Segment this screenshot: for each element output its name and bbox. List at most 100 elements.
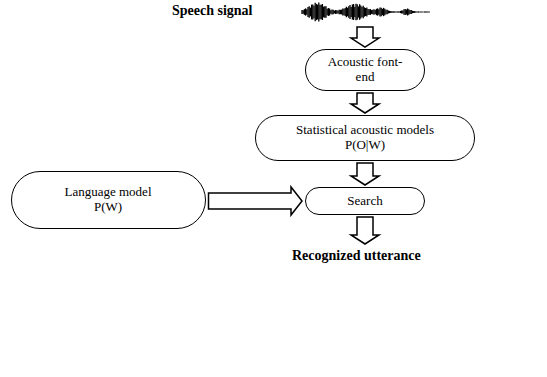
waveform-stroke xyxy=(376,9,377,15)
waveform-stroke xyxy=(418,11,419,12)
waveform-stroke xyxy=(347,8,348,17)
waveform-stroke xyxy=(317,5,318,20)
block-arrow xyxy=(351,217,379,244)
waveform-stroke xyxy=(372,10,373,15)
waveform-stroke xyxy=(318,3,319,22)
waveform-stroke xyxy=(411,10,412,14)
box-text: Language model P(W) xyxy=(53,185,163,215)
waveform-stroke xyxy=(357,4,358,20)
waveform-stroke xyxy=(379,8,380,17)
waveform-stroke xyxy=(406,9,407,14)
waveform-stroke xyxy=(417,11,418,12)
waveform-stroke xyxy=(365,8,366,16)
waveform-stroke xyxy=(387,10,388,15)
waveform-stroke xyxy=(407,8,408,15)
waveform-stroke xyxy=(321,5,322,19)
waveform-stroke xyxy=(339,10,340,15)
block-arrow xyxy=(351,93,379,113)
waveform-stroke xyxy=(346,7,347,18)
waveform-stroke xyxy=(420,11,421,12)
waveform-stroke xyxy=(348,6,349,18)
waveform-stroke xyxy=(336,10,337,14)
block-arrow xyxy=(351,163,379,185)
waveform xyxy=(302,3,429,22)
waveform-stroke xyxy=(334,11,335,14)
waveform-stroke xyxy=(413,11,414,13)
waveform-stroke xyxy=(396,11,397,12)
waveform-stroke xyxy=(409,10,410,14)
waveform-stroke xyxy=(429,11,430,12)
waveform-stroke xyxy=(354,7,355,17)
waveform-stroke xyxy=(307,7,308,17)
waveform-stroke xyxy=(369,9,370,15)
waveform-stroke xyxy=(306,9,307,15)
waveform-stroke xyxy=(311,5,312,20)
waveform-stroke xyxy=(381,8,382,17)
waveform-stroke xyxy=(343,9,344,15)
waveform-stroke xyxy=(405,9,406,15)
waveform-stroke xyxy=(421,11,422,12)
waveform-stroke xyxy=(378,9,379,14)
waveform-stroke xyxy=(349,5,350,19)
waveform-stroke xyxy=(400,11,401,13)
waveform-stroke xyxy=(383,8,384,16)
waveform-stroke xyxy=(312,5,313,20)
waveform-stroke xyxy=(367,9,368,15)
waveform-stroke xyxy=(353,4,354,20)
waveform-stroke xyxy=(363,6,364,19)
waveform-stroke xyxy=(382,9,383,15)
waveform-stroke xyxy=(316,4,317,20)
waveform-stroke xyxy=(399,11,400,12)
waveform-stroke xyxy=(389,11,390,13)
waveform-stroke xyxy=(301,10,302,14)
waveform-stroke xyxy=(328,8,329,16)
waveform-stroke xyxy=(393,11,394,12)
waveform-stroke xyxy=(394,11,395,12)
waveform-stroke xyxy=(414,11,415,13)
waveform-stroke xyxy=(377,8,378,15)
waveform-stroke xyxy=(385,10,386,15)
waveform-stroke xyxy=(370,9,371,15)
waveform-stroke xyxy=(384,9,385,15)
waveform-stroke xyxy=(303,10,304,14)
waveform-stroke xyxy=(364,7,365,16)
waveform-stroke xyxy=(330,10,331,14)
waveform-stroke xyxy=(397,11,398,12)
waveform-stroke xyxy=(323,7,324,18)
box-text: Acoustic font-end xyxy=(325,55,405,85)
waveform-stroke xyxy=(342,8,343,15)
caption-label: Speech signal xyxy=(172,3,253,19)
waveform-stroke xyxy=(360,5,361,18)
waveform-stroke xyxy=(427,11,428,12)
waveform-stroke xyxy=(340,10,341,14)
waveform-stroke xyxy=(395,11,396,13)
process-box: Acoustic font-end xyxy=(305,49,425,91)
caption-label: Recognized utterance xyxy=(292,248,421,264)
waveform-stroke xyxy=(325,6,326,17)
waveform-stroke xyxy=(402,11,403,14)
waveform-stroke xyxy=(361,7,362,17)
block-arrow xyxy=(209,187,303,215)
waveform-stroke xyxy=(412,11,413,13)
waveform-stroke xyxy=(327,9,328,16)
waveform-stroke xyxy=(388,11,389,14)
process-box: Statistical acoustic models P(O|W) xyxy=(255,115,475,161)
waveform-stroke xyxy=(425,11,426,12)
box-text: Statistical acoustic models P(O|W) xyxy=(275,123,455,153)
process-box: Language model P(W) xyxy=(11,171,206,229)
waveform-stroke xyxy=(305,8,306,15)
waveform-stroke xyxy=(366,8,367,17)
waveform-stroke xyxy=(424,11,425,12)
waveform-stroke xyxy=(403,9,404,14)
waveform-stroke xyxy=(304,9,305,15)
waveform-stroke xyxy=(375,10,376,14)
waveform-stroke xyxy=(390,11,391,13)
waveform-stroke xyxy=(324,6,325,17)
block-arrow xyxy=(351,27,379,47)
waveform-stroke xyxy=(310,8,311,17)
waveform-stroke xyxy=(319,5,320,20)
waveform-stroke xyxy=(391,11,392,12)
waveform-stroke xyxy=(371,10,372,14)
waveform-stroke xyxy=(313,6,314,19)
